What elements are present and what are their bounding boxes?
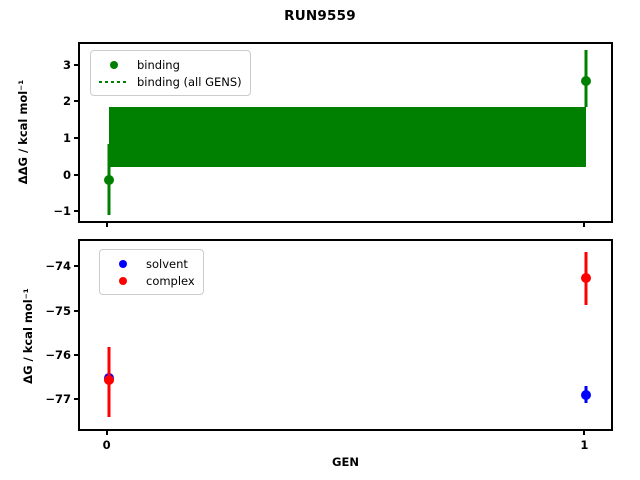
legend-item-solvent: solvent — [106, 255, 195, 272]
y-tick-label: −76 — [45, 347, 71, 362]
y-tick-mark — [74, 136, 78, 139]
top-panel-axes: binding binding (all GENS) — [78, 42, 613, 223]
bottom-panel-y-axis-label: ΔG / kcal mol⁻¹ — [21, 288, 35, 384]
y-tick-label: 0 — [62, 167, 71, 182]
legend-label-binding: binding — [137, 57, 180, 72]
binding-all-gens-band — [108, 107, 587, 167]
y-tick-mark — [74, 398, 78, 401]
legend-label-complex: complex — [146, 273, 195, 288]
legend-label-binding-all-gens: binding (all GENS) — [137, 74, 242, 89]
y-tick-mark — [74, 63, 78, 66]
y-tick-mark — [74, 100, 78, 103]
x-tick-mark — [583, 431, 586, 435]
bottom-panel-plot-area — [80, 241, 611, 429]
x-tick-label: 0 — [102, 438, 111, 452]
binding-dot-icon — [97, 60, 131, 69]
legend-item-binding-all-gens: binding (all GENS) — [97, 73, 242, 90]
top-panel-y-axis-label: ΔΔG / kcal mol⁻¹ — [16, 79, 30, 185]
y-tick-label: 3 — [62, 57, 71, 72]
x-tick-mark — [105, 431, 108, 435]
binding-all-gens-dotted-line-icon — [97, 80, 131, 83]
complex-data-point — [581, 273, 592, 284]
binding-data-point — [103, 175, 114, 186]
solvent-data-point — [581, 389, 592, 400]
x-tick-label: 1 — [580, 438, 589, 452]
y-tick-label: −75 — [45, 303, 71, 318]
y-tick-mark — [74, 353, 78, 356]
x-tick-mark — [583, 223, 586, 227]
binding-data-point — [581, 76, 592, 87]
legend-label-solvent: solvent — [146, 256, 188, 271]
top-panel-plot-area — [80, 44, 611, 221]
y-tick-mark — [74, 309, 78, 312]
figure-title: RUN9559 — [284, 8, 356, 24]
top-panel-legend: binding binding (all GENS) — [90, 50, 251, 96]
solvent-dot-icon — [106, 259, 140, 268]
y-tick-label: −74 — [45, 259, 71, 274]
y-tick-label: −1 — [53, 204, 71, 219]
complex-data-point — [103, 374, 114, 385]
bottom-panel-axes: solvent complex — [78, 239, 613, 431]
bottom-panel-legend: solvent complex — [99, 249, 204, 295]
legend-item-complex: complex — [106, 272, 195, 289]
legend-item-binding: binding — [97, 56, 242, 73]
complex-dot-icon — [106, 276, 140, 285]
y-tick-mark — [74, 265, 78, 268]
x-tick-mark — [105, 223, 108, 227]
y-tick-label: 2 — [62, 94, 71, 109]
x-axis-label: GEN — [332, 455, 359, 469]
y-tick-mark — [74, 173, 78, 176]
y-tick-mark — [74, 210, 78, 213]
y-tick-label: −77 — [45, 392, 71, 407]
y-tick-label: 1 — [62, 130, 71, 145]
